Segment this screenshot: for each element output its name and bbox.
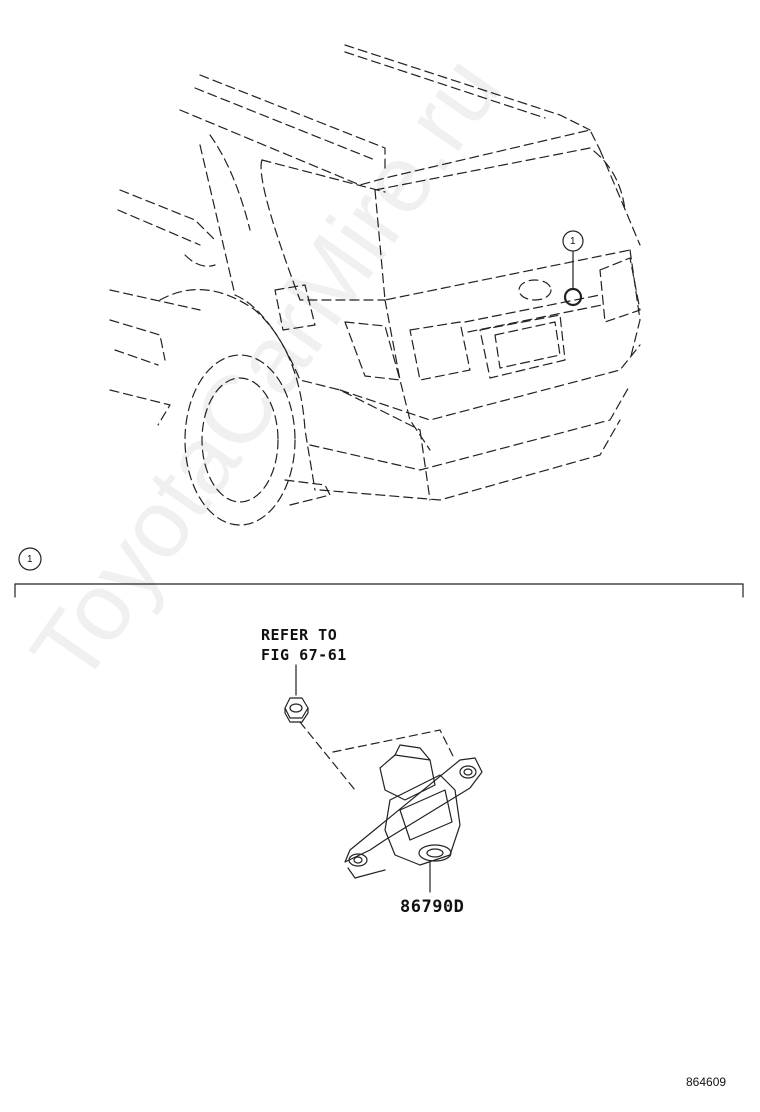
vehicle-outline xyxy=(109,44,641,526)
callout-1-marker xyxy=(562,230,584,307)
callout-number-top: 1 xyxy=(570,236,576,247)
nut-fastener xyxy=(284,664,309,723)
part-number-label[interactable]: 86790D xyxy=(400,897,465,917)
section-bracket xyxy=(14,547,744,598)
figure-number: 864609 xyxy=(686,1075,727,1089)
callout-number-section: 1 xyxy=(27,554,33,565)
refer-fig-label[interactable]: FIG 67-61 xyxy=(261,646,347,664)
refer-to-label: REFER TO xyxy=(261,626,338,644)
assembly-guide xyxy=(299,721,456,791)
rear-camera-86790D xyxy=(344,744,483,893)
